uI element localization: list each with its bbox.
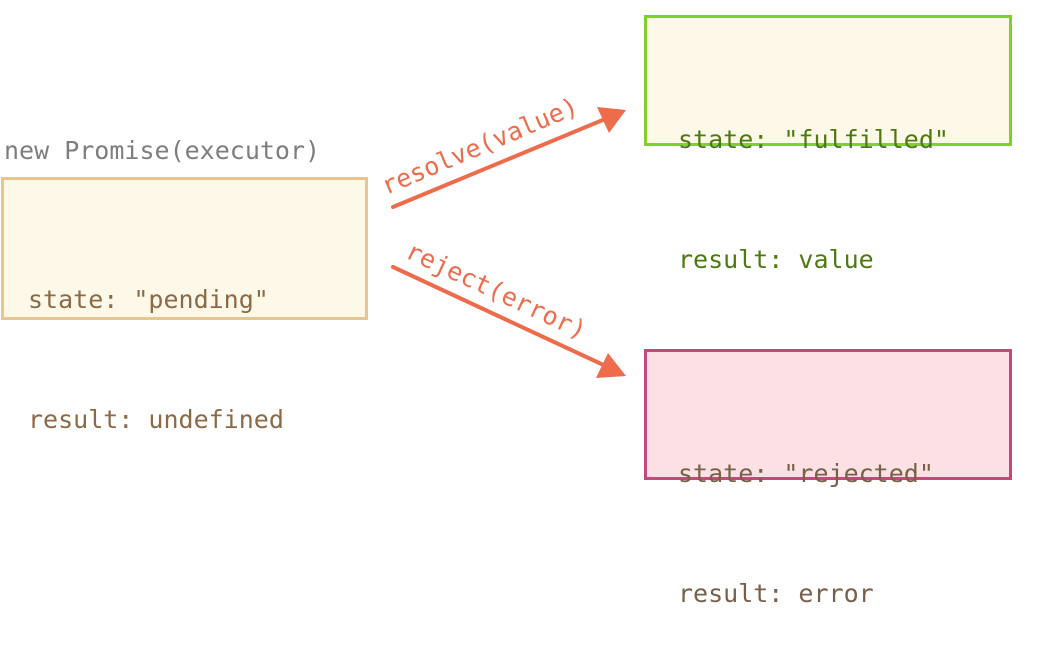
pending-result-line: result: undefined — [28, 405, 284, 434]
rejected-result-line: result: error — [678, 579, 874, 608]
pending-state-box: state: "pending" result: undefined — [1, 177, 368, 434]
reject-label: reject(error) — [401, 236, 591, 345]
pending-state-line: state: "pending" — [28, 285, 269, 314]
constructor-caption: new Promise(executor) — [4, 136, 321, 165]
fulfilled-state-box: state: "fulfilled" result: value — [644, 15, 1012, 274]
reject-arrow-head — [596, 353, 626, 378]
resolve-arrow-head — [597, 107, 626, 133]
reject-arrow-shaft — [391, 265, 612, 370]
fulfilled-result-line: result: value — [678, 245, 874, 274]
rejected-state-line: state: "rejected" — [678, 459, 934, 488]
transition-arrows: resolve(value) reject(error) — [377, 91, 626, 378]
fulfilled-state-line: state: "fulfilled" — [678, 125, 949, 154]
resolve-arrow-shaft — [391, 115, 612, 209]
resolve-label: resolve(value) — [377, 91, 582, 200]
